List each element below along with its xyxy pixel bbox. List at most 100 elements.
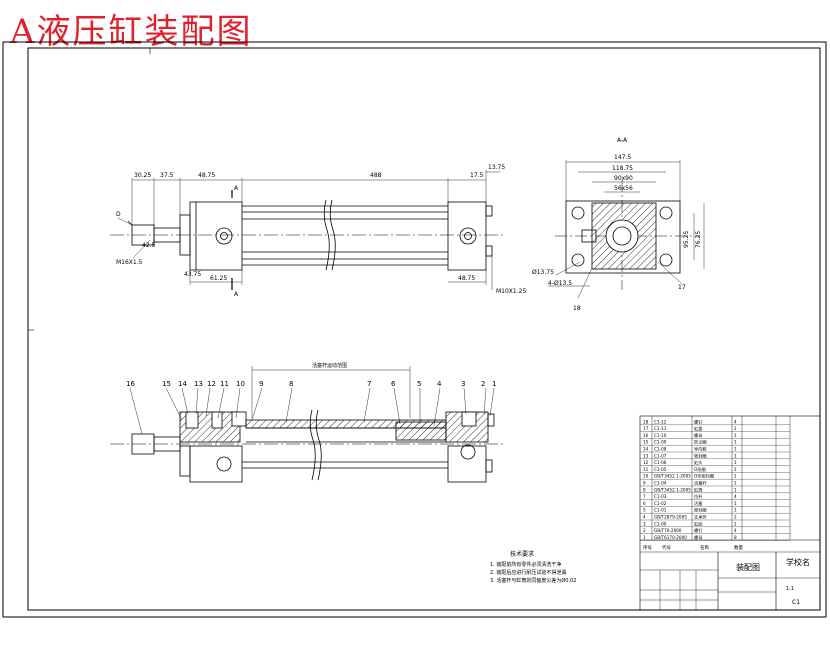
bom-cell: 12: [643, 460, 649, 465]
bom-cell: 1: [734, 501, 737, 506]
port-label: D: [116, 211, 121, 218]
part-number: 1: [492, 380, 496, 388]
bom-cell: 密封圈: [694, 507, 707, 514]
part-number: 15: [162, 380, 171, 388]
drawing-name: 装配图: [736, 562, 760, 572]
part-number: 6: [391, 380, 396, 388]
end-plate: [565, 200, 681, 274]
side-view: [548, 160, 705, 299]
bom-cell: C1-03: [654, 494, 667, 499]
bom-cell: 2: [643, 528, 646, 533]
school-name: 学校名: [786, 557, 810, 567]
section-mark-top: A: [234, 185, 239, 192]
bom-cell: 17: [643, 426, 649, 431]
bolt-hole: [571, 206, 585, 220]
part-number: 4: [437, 380, 442, 388]
bom-cell: 1: [734, 433, 737, 438]
rear-head-block: [447, 201, 487, 271]
bom-cell: 7: [643, 494, 646, 499]
bom-cell: 13: [643, 453, 649, 458]
part-number: 3: [461, 380, 465, 388]
bom-header: 数量: [734, 544, 743, 551]
side-view-labels: A-A 147.5 118.75 90x90 56x56 95.25 76.25…: [532, 137, 702, 312]
bom-cell: 8: [734, 535, 737, 540]
section-mark-bottom: A: [234, 291, 239, 298]
bom-cell: GB/T2879-2005: [654, 515, 687, 520]
bom-cell: 1: [734, 481, 737, 486]
dim-label: 95.25: [683, 231, 690, 248]
port-rear: [459, 227, 477, 245]
bom-cell: 1: [734, 440, 737, 445]
dim-label: 42.5: [142, 242, 156, 249]
note-item: 1. 装配前所有零件必须清洗干净: [490, 561, 561, 568]
bom-cell: 9: [643, 481, 646, 486]
bom-cell: 11: [643, 467, 649, 472]
bom-cell: 5: [643, 508, 646, 513]
bom-cell: 缸筒: [694, 486, 702, 493]
bom-header: 名称: [700, 544, 709, 551]
front-view: [110, 170, 505, 290]
bom-cell: 8: [643, 487, 646, 492]
dim-label: 43.75: [184, 271, 201, 278]
bom-cell: 防尘圈: [694, 439, 707, 446]
bom-cell: 15: [643, 440, 649, 445]
bom-cell: 缸底: [694, 520, 702, 527]
dim-label: 17.5: [470, 172, 484, 179]
notes-heading: 技术要求: [510, 550, 534, 558]
bom-cell: 3: [643, 521, 646, 526]
bom-cell: 螺钉: [694, 527, 703, 534]
bolt-label: 4-Ø13.5: [548, 280, 572, 287]
dim-label: 30.25: [134, 172, 151, 179]
bom-cell: 18: [643, 419, 649, 424]
bom-cell: C1-04: [654, 481, 667, 486]
bom-cell: 1: [643, 535, 646, 540]
bom-cell: 6: [643, 501, 646, 506]
bom-cell: 1: [734, 460, 737, 465]
dim-label: 90x90: [614, 175, 633, 182]
bom-cell: C1-05: [654, 467, 667, 472]
note-item: 2. 装配后应进行耐压试验不得泄漏: [490, 569, 566, 576]
bom-cell: 1: [734, 508, 737, 513]
hole-label: Ø13.75: [532, 269, 554, 276]
bom-cell: 螺钉: [694, 418, 703, 425]
dim-label: 118.75: [612, 165, 633, 172]
part-number: 5: [417, 380, 421, 388]
bom-cell: GB/T3452.1-2005: [654, 487, 691, 492]
bom-cell: GB/T6170-2000: [654, 535, 687, 540]
bom-cell: O形密封圈: [694, 473, 714, 480]
bom-cell: 1: [734, 467, 737, 472]
bom-cell: 缸盖: [694, 425, 702, 431]
part-number: 12: [207, 380, 216, 388]
bom-cell: GB/T3452.1-2005: [654, 474, 691, 479]
part-number: 2: [481, 380, 485, 388]
bom-cell: C1-02: [654, 501, 667, 506]
bom-cell: 密封圈: [694, 452, 707, 459]
bom-cell: 4: [734, 528, 737, 533]
drawing-code: C1: [792, 599, 800, 606]
bom-cell: 1: [734, 453, 737, 458]
bolt-hole: [659, 206, 673, 220]
bom-cell: C1-06: [654, 460, 667, 465]
thread-label-left: M16X1.5: [116, 259, 143, 266]
drawing-title: A液压缸装配图: [10, 12, 253, 52]
bom-cell: 1: [734, 474, 737, 479]
part-number: 9: [259, 380, 263, 388]
bom-cell: C1-01: [654, 508, 667, 513]
section-view-labels: 活塞杆运动范围 16 15 14 13 12 11 10 9 8 7 6 5 4…: [126, 362, 496, 388]
title-block-labels: 学校名 装配图 1:1 C1 序号 代号 名称 数量: [643, 544, 810, 606]
side-port: [581, 229, 597, 243]
bom-cell: C1-11: [654, 426, 667, 431]
bom-cell: 支承环: [694, 514, 707, 521]
bom-table-frame: [639, 415, 821, 611]
dim-label: 488: [370, 172, 382, 179]
bom-cell: 2: [734, 515, 737, 520]
bom-cell: O形圈: [694, 466, 706, 473]
part-number: 14: [178, 380, 187, 388]
part-number: 8: [289, 380, 293, 388]
bom-cell: 活塞杆: [694, 480, 707, 487]
bom-cell: 1: [734, 447, 737, 452]
stroke-label: 活塞杆运动范围: [312, 362, 347, 369]
dim-label: 147.5: [614, 154, 631, 161]
